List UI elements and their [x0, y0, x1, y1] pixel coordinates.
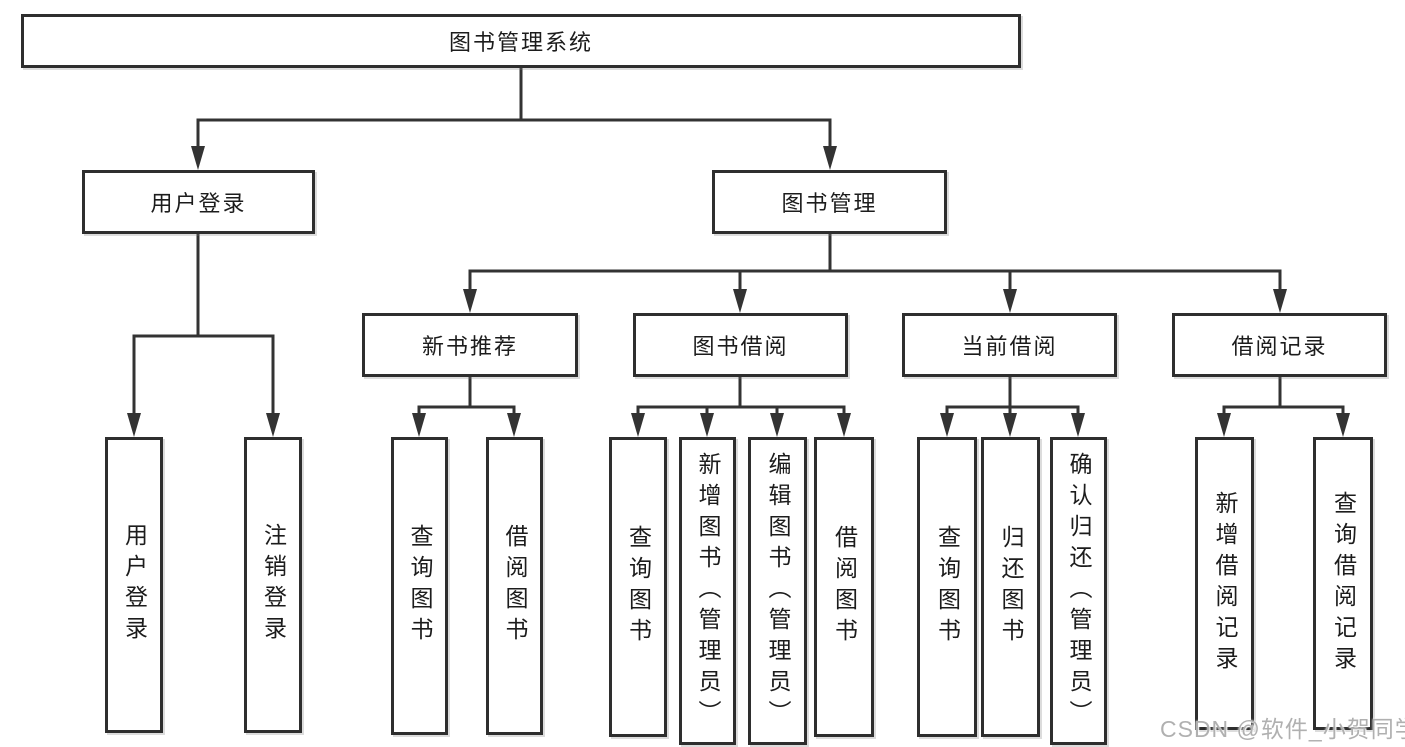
node-book-borrowing: 图书借阅 — [633, 313, 848, 377]
arrow-down-icons — [127, 146, 1350, 437]
node-book-management: 图书管理 — [712, 170, 947, 234]
node-borrow-records: 借阅记录 — [1172, 313, 1387, 377]
node-add-borrow-record: 新增借阅记录 — [1195, 437, 1254, 730]
node-query-books-recommend: 查询图书 — [391, 437, 448, 735]
node-borrow-books-borrowing-label: 借阅图书 — [831, 525, 858, 649]
node-root-label: 图书管理系统 — [448, 30, 593, 55]
node-logout-action: 注销登录 — [244, 437, 302, 733]
node-user-login-label: 用户登录 — [150, 191, 247, 216]
node-edit-book-admin: 编辑图书（管理员） — [748, 437, 807, 745]
node-query-borrow-record: 查询借阅记录 — [1313, 437, 1373, 730]
node-logout-action-label: 注销登录 — [260, 523, 287, 647]
node-query-books-borrowing-label: 查询图书 — [625, 525, 652, 649]
node-edit-book-admin-label: 编辑图书（管理员） — [765, 451, 791, 731]
node-add-book-admin: 新增图书（管理员） — [679, 437, 736, 745]
csdn-watermark: CSDN @软件_小贺同学 — [1160, 716, 1405, 742]
node-query-books-recommend-label: 查询图书 — [407, 524, 433, 648]
node-current-borrowing: 当前借阅 — [902, 313, 1117, 377]
node-add-borrow-record-label: 新增借阅记录 — [1212, 490, 1238, 677]
node-user-login-action: 用户登录 — [105, 437, 163, 733]
node-new-book-recommend-label: 新书推荐 — [421, 334, 518, 359]
node-return-book-label: 归还图书 — [998, 525, 1024, 649]
node-book-borrowing-label: 图书借阅 — [692, 334, 789, 359]
node-add-book-admin-label: 新增图书（管理员） — [695, 451, 721, 731]
node-borrow-records-label: 借阅记录 — [1231, 334, 1328, 359]
node-query-borrow-record-label: 查询借阅记录 — [1330, 490, 1357, 677]
node-confirm-return-admin: 确认归还（管理员） — [1050, 437, 1107, 745]
node-confirm-return-admin-label: 确认归还（管理员） — [1066, 451, 1092, 731]
node-query-books-borrowing: 查询图书 — [609, 437, 667, 737]
node-book-management-label: 图书管理 — [781, 191, 878, 216]
node-new-book-recommend: 新书推荐 — [362, 313, 578, 377]
node-borrow-books-borrowing: 借阅图书 — [814, 437, 874, 737]
node-root: 图书管理系统 — [21, 14, 1021, 68]
node-user-login-action-label: 用户登录 — [121, 523, 148, 647]
node-query-books-current: 查询图书 — [917, 437, 977, 737]
node-user-login: 用户登录 — [82, 170, 315, 234]
node-current-borrowing-label: 当前借阅 — [961, 334, 1058, 359]
node-borrow-books-recommend-label: 借阅图书 — [502, 524, 528, 648]
node-return-book: 归还图书 — [981, 437, 1040, 737]
node-borrow-books-recommend: 借阅图书 — [486, 437, 543, 735]
node-query-books-current-label: 查询图书 — [934, 525, 961, 649]
